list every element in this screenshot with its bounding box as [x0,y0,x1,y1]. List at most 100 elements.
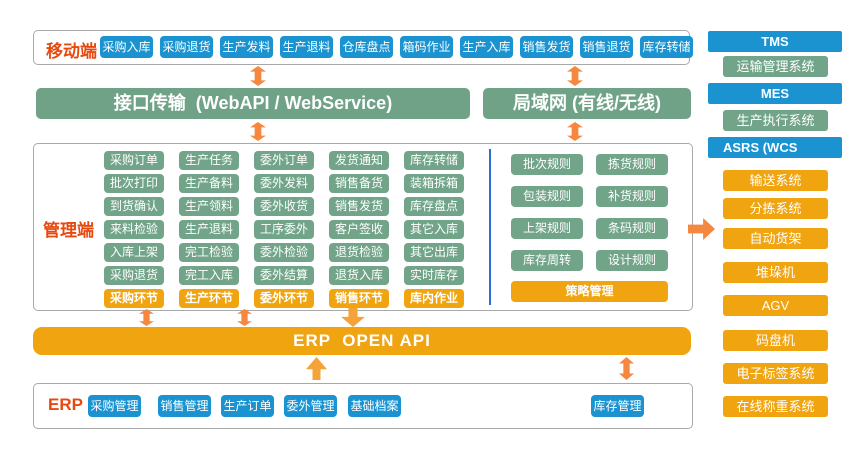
mobile-client-section: 移动端 采购入库采购退货生产发料生产退料仓库盘点箱码作业生产入库销售发货销售退货… [33,30,693,65]
external-system-chip: 电子标签系统 [723,363,828,384]
management-function-chip: 完工入库 [179,266,239,285]
stage-label-chip: 销售环节 [329,289,389,308]
rule-chip: 条码规则 [596,218,668,239]
external-system-chip: AGV [723,295,828,316]
external-system-chip: 堆垛机 [723,262,828,283]
management-grid: 采购订单批次打印到货确认来料检验入库上架采购退货采购环节生产任务生产备料生产领料… [104,151,464,308]
management-function-chip: 采购订单 [104,151,164,170]
mobile-function-chip: 采购入库 [100,36,153,58]
lan-bar: 局域网 (有线/无线) [483,88,691,119]
system-header-chip: TMS [708,31,842,52]
strategy-management-chip: 策略管理 [511,281,668,302]
interface-transport-bar: 接口传输 (WebAPI / WebService) [36,88,470,119]
rule-chip: 批次规则 [511,154,583,175]
system-header-chip: ASRS (WCS [708,137,842,158]
erp-module-chip: 采购管理 [88,395,141,417]
mobile-client-label: 移动端 [46,42,97,61]
management-function-chip: 装箱拆箱 [404,174,464,193]
management-function-chip: 客户签收 [329,220,389,239]
erp-module-chip: 生产订单 [221,395,274,417]
mobile-function-chip: 生产退料 [280,36,333,58]
erp-module-chip: 委外管理 [284,395,337,417]
management-column: 委外订单委外发料委外收货工序委外委外检验委外结算委外环节 [254,151,314,308]
management-function-chip: 到货确认 [104,197,164,216]
management-function-chip: 生产退料 [179,220,239,239]
management-function-chip: 完工检验 [179,243,239,262]
erp-open-api-bar: ERP OPEN API [33,327,691,355]
erp-module-chip: 库存管理 [591,395,644,417]
management-function-chip: 批次打印 [104,174,164,193]
mobile-function-chip: 生产发料 [220,36,273,58]
external-system-chip: 分拣系统 [723,198,828,219]
external-system-chip: 码盘机 [723,330,828,351]
management-function-chip: 来料检验 [104,220,164,239]
management-function-chip: 库存盘点 [404,197,464,216]
stage-label-chip: 生产环节 [179,289,239,308]
management-function-chip: 其它入库 [404,220,464,239]
bidirectional-arrow-icon [567,66,583,86]
mobile-function-chip: 销售退货 [580,36,633,58]
erp-module-chip: 基础档案 [348,395,401,417]
bidirectional-arrow-icon [250,122,266,141]
system-header-chip: MES [708,83,842,104]
rule-chip: 包装规则 [511,186,583,207]
erp-label: ERP [48,395,83,414]
stage-label-chip: 库内作业 [404,289,464,308]
management-function-chip: 销售发货 [329,197,389,216]
management-column: 采购订单批次打印到货确认来料检验入库上架采购退货采购环节 [104,151,164,308]
management-function-chip: 生产领料 [179,197,239,216]
rule-chip: 补货规则 [596,186,668,207]
bidirectional-arrow-icon [139,309,154,326]
management-function-chip: 委外订单 [254,151,314,170]
management-function-chip: 实时库存 [404,266,464,285]
rule-chip: 上架规则 [511,218,583,239]
management-function-chip: 委外检验 [254,243,314,262]
rule-chip: 拣货规则 [596,154,668,175]
external-system-chip: 在线称重系统 [723,396,828,417]
management-function-chip: 工序委外 [254,220,314,239]
section-divider [489,149,491,305]
management-client-section: 管理端 采购订单批次打印到货确认来料检验入库上架采购退货采购环节生产任务生产备料… [33,143,693,311]
management-column: 生产任务生产备料生产领料生产退料完工检验完工入库生产环节 [179,151,239,308]
management-function-chip: 销售备货 [329,174,389,193]
management-function-chip: 生产备料 [179,174,239,193]
external-system-chip: 生产执行系统 [723,110,828,131]
external-system-chip: 输送系统 [723,170,828,191]
management-function-chip: 库存转储 [404,151,464,170]
external-system-chip: 自动货架 [723,228,828,249]
management-function-chip: 委外收货 [254,197,314,216]
management-function-chip: 委外结算 [254,266,314,285]
management-function-chip: 其它出库 [404,243,464,262]
bidirectional-arrow-icon [619,357,634,380]
management-column: 库存转储装箱拆箱库存盘点其它入库其它出库实时库存库内作业 [404,151,464,308]
up-arrow-icon [306,357,327,380]
management-function-chip: 入库上架 [104,243,164,262]
management-client-label: 管理端 [43,221,94,240]
mobile-function-chip: 仓库盘点 [340,36,393,58]
erp-section: ERP 采购管理销售管理生产订单委外管理基础档案 库存管理 [33,383,693,429]
bidirectional-arrow-icon [237,309,252,326]
management-function-chip: 退货检验 [329,243,389,262]
management-function-chip: 发货通知 [329,151,389,170]
strategy-rules-panel: 批次规则拣货规则包装规则补货规则上架规则条码规则库存周转设计规则 策略管理 [511,154,668,302]
external-system-chip: 运输管理系统 [723,56,828,77]
management-function-chip: 退货入库 [329,266,389,285]
management-function-chip: 生产任务 [179,151,239,170]
mobile-function-chip: 库存转储 [640,36,693,58]
mobile-function-chip: 生产入库 [460,36,513,58]
management-function-chip: 委外发料 [254,174,314,193]
erp-module-chip: 销售管理 [158,395,211,417]
stage-label-chip: 委外环节 [254,289,314,308]
bidirectional-arrow-icon [567,122,583,141]
mobile-function-chip: 采购退货 [160,36,213,58]
mobile-button-row: 采购入库采购退货生产发料生产退料仓库盘点箱码作业生产入库销售发货销售退货库存转储 [100,36,693,58]
rule-chip: 库存周转 [511,250,583,271]
stage-label-chip: 采购环节 [104,289,164,308]
rule-chip: 设计规则 [596,250,668,271]
management-column: 发货通知销售备货销售发货客户签收退货检验退货入库销售环节 [329,151,389,308]
strategy-rules-grid: 批次规则拣货规则包装规则补货规则上架规则条码规则库存周转设计规则 [511,154,668,271]
mobile-function-chip: 箱码作业 [400,36,453,58]
bidirectional-arrow-icon [250,66,266,86]
management-function-chip: 采购退货 [104,266,164,285]
